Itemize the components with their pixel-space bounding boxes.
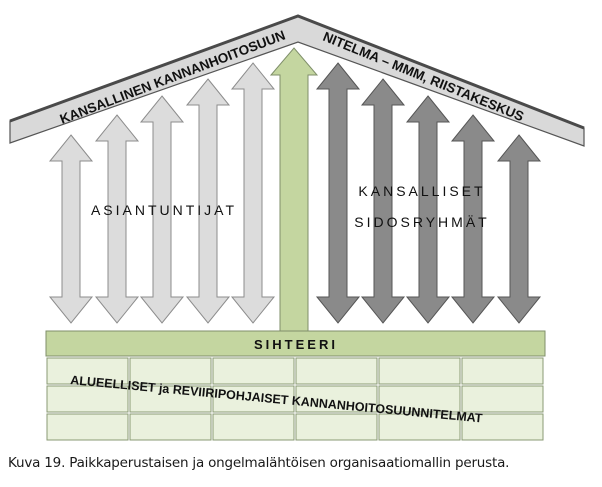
figure-caption: Kuva 19. Paikkaperustaisen ja ongelmaläh… <box>8 455 510 471</box>
experts-label: ASIANTUNTIJAT <box>91 202 237 218</box>
foundation-cell <box>129 413 212 441</box>
foundation-cell <box>212 357 295 385</box>
stakeholders-label-line2: SIDOSRYHMÄT <box>354 214 489 230</box>
foundation-cell <box>378 385 461 413</box>
foundation-cell <box>378 357 461 385</box>
roof-ridge-line <box>9 14 585 130</box>
expert-arrow-2 <box>94 114 140 324</box>
center-up-arrow <box>269 47 319 335</box>
foundation-cell <box>129 357 212 385</box>
foundation-cell <box>295 385 378 413</box>
expert-arrows <box>48 62 276 324</box>
foundation-cell <box>461 385 544 413</box>
stakeholder-arrow-1 <box>315 62 361 324</box>
secretariat-bar <box>45 330 546 357</box>
stakeholder-arrow-2 <box>360 78 406 324</box>
expert-arrow-4 <box>185 78 231 324</box>
stakeholder-arrow-5 <box>496 134 542 324</box>
foundation-cell <box>46 357 129 385</box>
foundation-cell <box>46 385 129 413</box>
foundation-grid <box>46 357 544 441</box>
foundation-cell <box>129 385 212 413</box>
expert-arrow-5 <box>230 62 276 324</box>
foundation-cell <box>295 413 378 441</box>
secretariat-label: SIHTEERI <box>254 337 338 352</box>
stakeholder-arrow-4 <box>450 114 496 324</box>
foundation-cell <box>295 357 378 385</box>
foundation-cell <box>46 413 129 441</box>
stakeholder-arrows <box>315 62 542 324</box>
expert-arrow-1 <box>48 134 94 324</box>
foundation-cell <box>212 385 295 413</box>
foundation-cell <box>212 413 295 441</box>
foundation-cell <box>461 357 544 385</box>
stakeholder-arrow-3 <box>405 95 451 324</box>
foundation-cell <box>378 413 461 441</box>
stakeholders-label-line1: KANSALLISET <box>358 183 485 199</box>
expert-arrow-3 <box>139 95 185 324</box>
foundation-cell <box>461 413 544 441</box>
